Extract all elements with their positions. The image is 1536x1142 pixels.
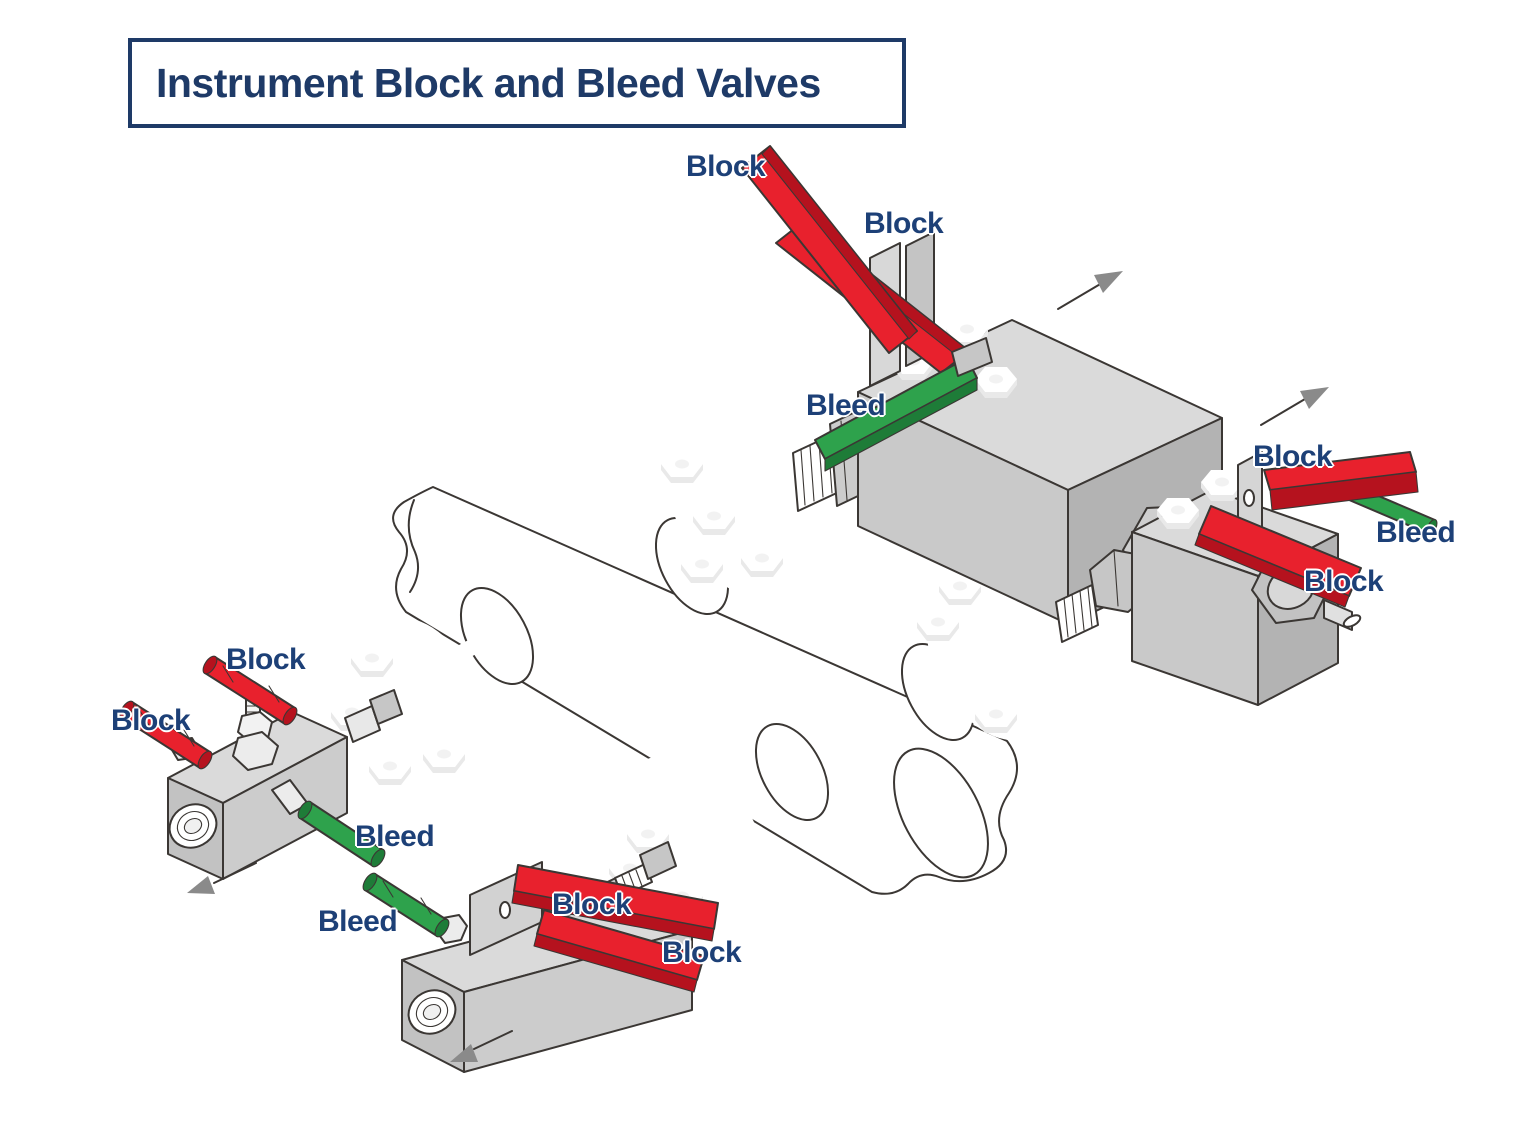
- left-flow-arrow: [187, 862, 257, 894]
- label-top-block-upper: Block: [686, 150, 766, 183]
- valve-right: [1055, 451, 1438, 706]
- block-handle-bottom-lower: [533, 909, 705, 993]
- label-bottom-block-upper: Block: [552, 888, 632, 921]
- valve-left-port: [168, 803, 218, 849]
- block-handle-right-upper: [1263, 451, 1419, 511]
- title-box: Instrument Block and Bleed Valves: [128, 38, 906, 128]
- label-top-bleed: Bleed: [806, 389, 886, 422]
- label-left-block-upper: Block: [226, 643, 306, 676]
- label-right-block-lower: Block: [1304, 565, 1384, 598]
- manifold-pipe: [392, 486, 1018, 895]
- label-left-bleed: Bleed: [355, 820, 435, 853]
- label-left-block-lower: Block: [111, 704, 191, 737]
- block-handle-bottom-upper: [511, 864, 719, 942]
- label-bottom-bleed: Bleed: [318, 905, 398, 938]
- block-handle-left-2: [119, 700, 213, 770]
- right-flow-arrow: [1260, 387, 1329, 426]
- block-handle-top-1: [741, 145, 918, 354]
- block-handle-right-lower: [1194, 505, 1362, 608]
- valve-bottom-port: [407, 989, 457, 1035]
- valve-bottom: [362, 841, 719, 1073]
- top-flow-arrow: [1057, 271, 1123, 310]
- bottom-flow-arrow: [450, 1030, 513, 1062]
- valve-left: [119, 655, 403, 880]
- bleed-handle-top: [814, 337, 993, 472]
- bleed-handle-bottom: [362, 872, 450, 938]
- label-right-block-upper: Block: [1253, 440, 1333, 473]
- pipe-broken-end-bore: [893, 747, 989, 879]
- label-bottom-block-lower: Block: [662, 936, 742, 969]
- label-right-bleed: Bleed: [1376, 516, 1456, 549]
- page-title: Instrument Block and Bleed Valves: [156, 59, 821, 106]
- bleed-handle-left: [271, 779, 386, 868]
- label-top-block-lower: Block: [864, 207, 944, 240]
- block-handle-left-1: [202, 655, 298, 726]
